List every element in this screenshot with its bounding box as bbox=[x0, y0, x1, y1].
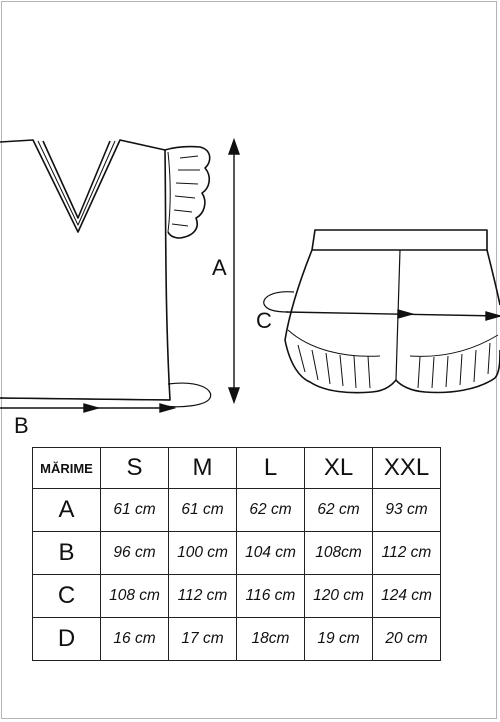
shorts-outline bbox=[284, 249, 500, 394]
garment-diagram: B A C bbox=[0, 137, 500, 438]
table-cell: 116 cm bbox=[236, 574, 305, 618]
measure-c-arrow bbox=[285, 309, 500, 321]
size-header-l: L bbox=[236, 447, 305, 489]
neck-band bbox=[42, 140, 111, 219]
table-cell: 100 cm bbox=[168, 531, 237, 575]
row-label-a: A bbox=[32, 488, 101, 532]
measure-b-arrow bbox=[0, 403, 177, 413]
table-cell: 112 cm bbox=[372, 531, 441, 575]
shorts-garment bbox=[263, 229, 500, 394]
table-cell: 16 cm bbox=[100, 617, 169, 661]
label-c: C bbox=[256, 308, 272, 333]
row-label-c: C bbox=[32, 574, 101, 618]
row-label-d: D bbox=[32, 617, 101, 661]
table-row: A 61 cm 61 cm 62 cm 62 cm 93 cm bbox=[32, 488, 441, 532]
table-row: C 108 cm 112 cm 116 cm 120 cm 124 cm bbox=[32, 574, 441, 618]
table-cell: 61 cm bbox=[100, 488, 169, 532]
label-b: B bbox=[14, 413, 29, 438]
size-header-xl: XL bbox=[304, 447, 373, 489]
table-cell: 108cm bbox=[304, 531, 373, 575]
table-cell: 104 cm bbox=[236, 531, 305, 575]
size-header-xxl: XXL bbox=[372, 447, 441, 489]
table-row: D 16 cm 17 cm 18cm 19 cm 20 cm bbox=[32, 617, 441, 661]
table-cell: 62 cm bbox=[236, 488, 305, 532]
sleeve-ruffle bbox=[164, 145, 211, 239]
table-cell: 124 cm bbox=[372, 574, 441, 618]
table-cell: 112 cm bbox=[168, 574, 237, 618]
table-cell: 17 cm bbox=[168, 617, 237, 661]
size-header-s: S bbox=[100, 447, 169, 489]
table-cell: 93 cm bbox=[372, 488, 441, 532]
table-cell: 96 cm bbox=[100, 531, 169, 575]
table-cell: 20 cm bbox=[372, 617, 441, 661]
waistband bbox=[311, 229, 488, 251]
table-cell: 62 cm bbox=[304, 488, 373, 532]
table-cell: 19 cm bbox=[304, 617, 373, 661]
table-cell: 61 cm bbox=[168, 488, 237, 532]
row-label-b: B bbox=[32, 531, 101, 575]
table-header-row: MĂRIME S M L XL XXL bbox=[32, 447, 441, 489]
label-a: A bbox=[212, 255, 227, 280]
top-outline bbox=[0, 139, 171, 401]
size-table: MĂRIME S M L XL XXL A 61 cm 61 cm 62 cm … bbox=[32, 447, 441, 661]
size-header-m: M bbox=[168, 447, 237, 489]
table-cell: 18cm bbox=[236, 617, 305, 661]
measure-a-arrow bbox=[228, 137, 240, 405]
top-garment bbox=[0, 139, 212, 408]
table-row: B 96 cm 100 cm 104 cm 108cm 112 cm bbox=[32, 531, 441, 575]
table-cell: 120 cm bbox=[304, 574, 373, 618]
table-corner-label: MĂRIME bbox=[32, 447, 101, 489]
table-cell: 108 cm bbox=[100, 574, 169, 618]
